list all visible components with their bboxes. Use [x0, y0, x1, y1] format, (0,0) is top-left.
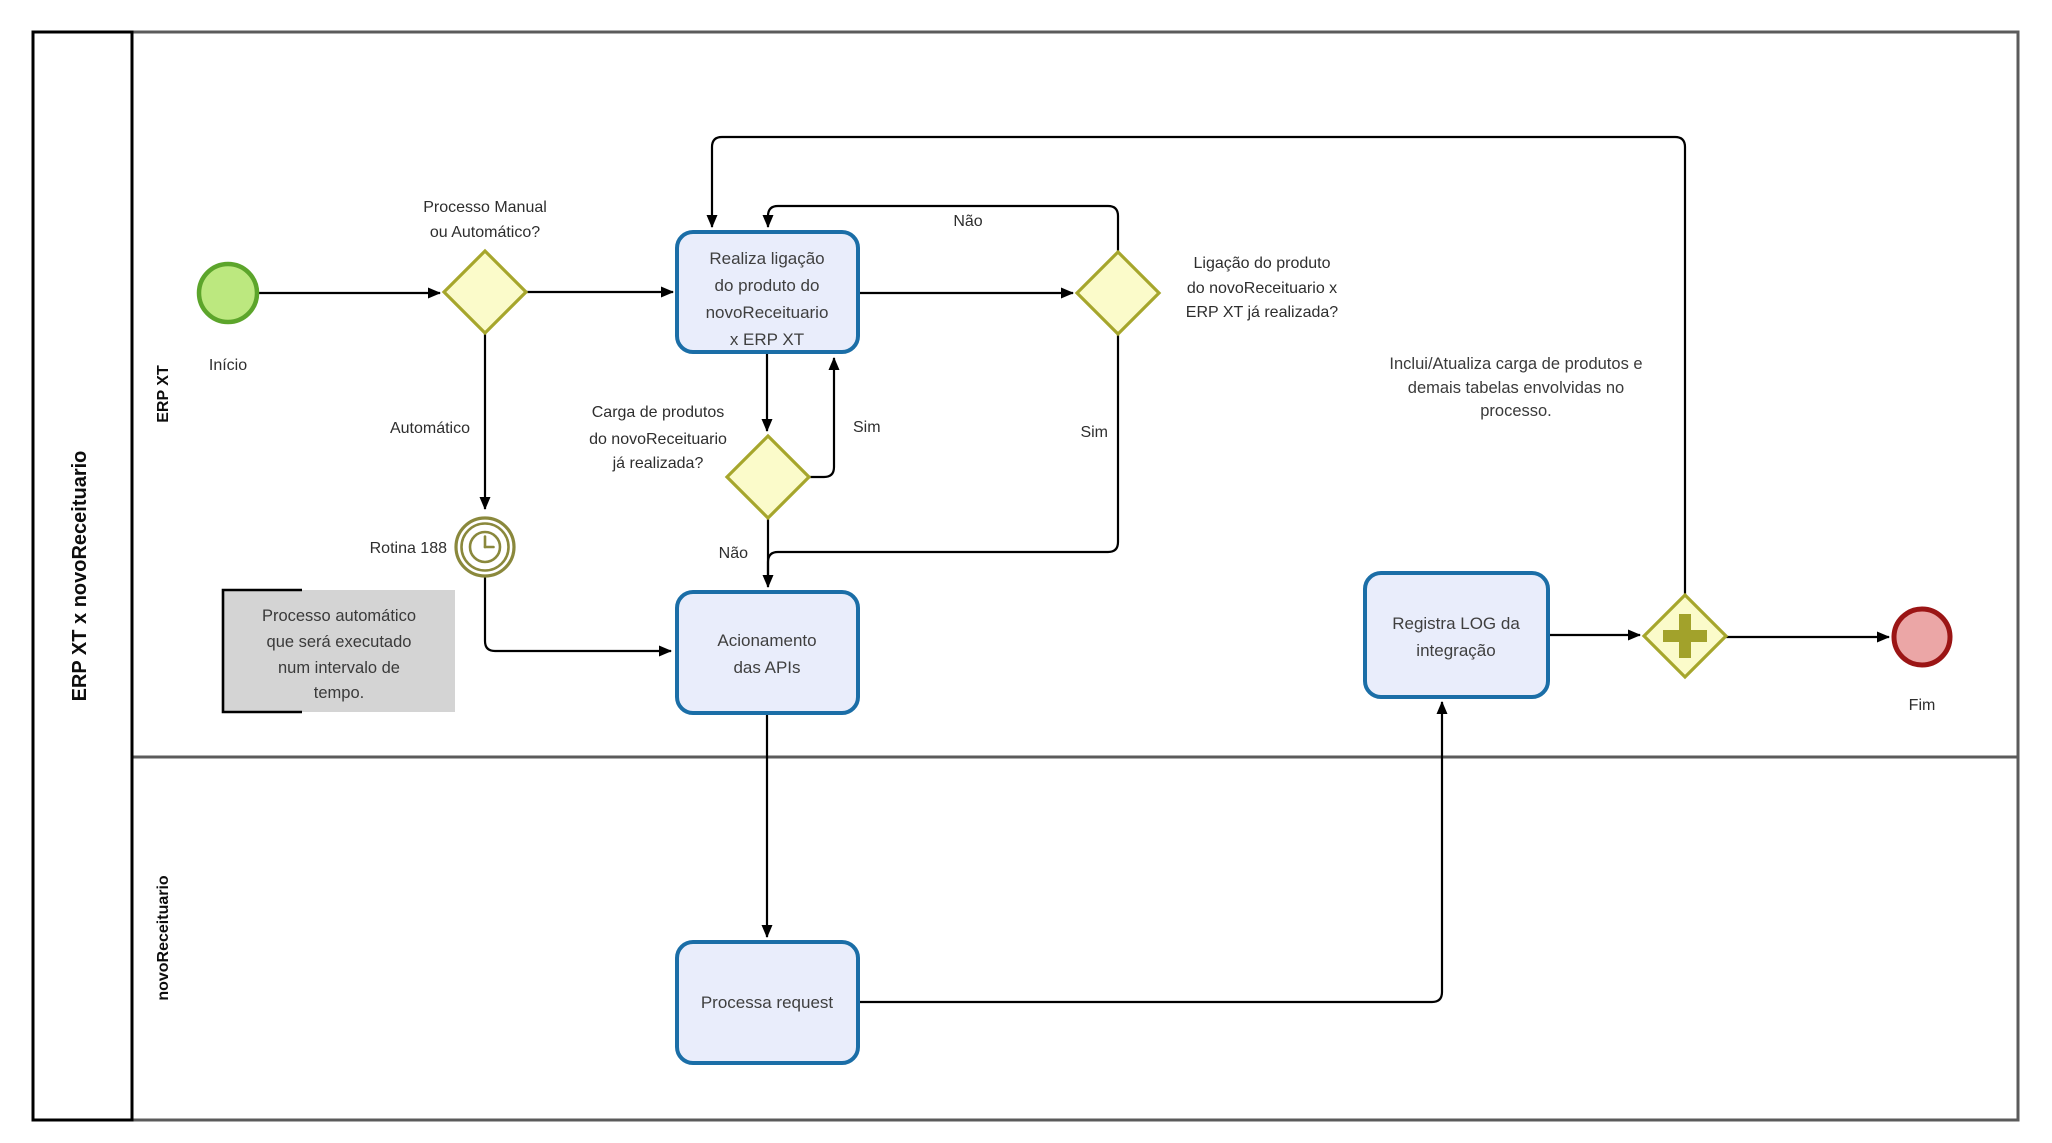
pool-title: ERP XT x novoReceituario	[69, 451, 91, 702]
clock-icon	[468, 530, 502, 564]
lane-label-novoreceituario: novoReceituario	[155, 875, 172, 1001]
edge-label-sim-ligacao: Sim	[1080, 424, 1108, 441]
start-event-label: Início	[209, 357, 247, 374]
pool-title-band	[31, 30, 134, 1122]
process-note: Inclui/Atualiza carga de produtos e dema…	[1389, 355, 1642, 420]
task-acionamento-rect[interactable]	[675, 590, 860, 715]
timer-note-line3: num intervalo de	[278, 659, 400, 677]
gateway-ligacao-diamond[interactable]	[1074, 249, 1162, 337]
end-event-label: Fim	[1909, 697, 1936, 714]
task-processa-line1: Processa request	[701, 993, 834, 1012]
task-realiza-rect[interactable]	[675, 230, 860, 354]
start-event[interactable]: Início	[196, 261, 260, 374]
process-note-line3: processo.	[1480, 402, 1552, 420]
gateway-manual-auto-diamond[interactable]	[441, 248, 529, 336]
task-realiza-line4: x ERP XT	[730, 330, 804, 349]
gateway-ligacao-label-line1: Ligação do produto	[1194, 255, 1331, 272]
plus-icon	[1663, 614, 1707, 658]
flow-carga-sim-to-realiza[interactable]	[809, 357, 840, 479]
gateway-ligacao[interactable]: Ligação do produto do novoReceituario x …	[1074, 249, 1338, 337]
task-registra-line2: integração	[1416, 641, 1495, 660]
flow-timer-to-acionamento[interactable]	[483, 576, 672, 657]
timer-event[interactable]: Rotina 188	[370, 516, 516, 578]
timer-note-line4: tempo.	[314, 684, 364, 702]
timer-event-label: Rotina 188	[370, 540, 447, 557]
pool-content-border	[130, 30, 2020, 1122]
gateway-carga[interactable]: Carga de produtos do novoReceituario já …	[589, 404, 812, 521]
annotation-bracket	[221, 588, 302, 714]
gateway-manual-auto-label-line1: Processo Manual	[423, 199, 547, 216]
edge-label-sim-carga: Sim	[853, 419, 881, 436]
process-note-line2: demais tabelas envolvidas no	[1408, 379, 1624, 397]
flow-parallel-loop-to-realiza[interactable]	[706, 135, 1687, 595]
task-registra-rect[interactable]	[1363, 571, 1550, 699]
task-realiza-ligacao[interactable]: Realiza ligação do produto do novoReceit…	[675, 230, 860, 354]
task-processa-request[interactable]: Processa request	[675, 940, 860, 1065]
lane-label-erp-xt: ERP XT	[155, 365, 172, 423]
gateway-carga-label-line1: Carga de produtos	[592, 404, 725, 421]
start-event-circle[interactable]	[196, 261, 260, 325]
gateway-manual-auto[interactable]: Processo Manual ou Automático?	[423, 199, 547, 336]
sequence-flows	[257, 135, 1890, 1004]
gateway-ligacao-label-line2: do novoReceituario x	[1187, 280, 1337, 297]
pool: ERP XT x novoReceituario ERP XT novoRece…	[31, 30, 2020, 1122]
gateway-carga-diamond[interactable]	[724, 433, 812, 521]
gateway-ligacao-label-line3: ERP XT já realizada?	[1186, 304, 1338, 321]
task-realiza-line2: do produto do	[715, 276, 820, 295]
gateway-manual-auto-label-line2: ou Automático?	[430, 224, 540, 241]
gateway-carga-label-line3: já realizada?	[612, 455, 704, 472]
timer-annotation[interactable]: Processo automático que será executado n…	[221, 588, 455, 714]
edge-label-nao-ligacao: Não	[953, 213, 982, 230]
process-note-line1: Inclui/Atualiza carga de produtos e	[1389, 355, 1642, 373]
flow-ligacao-sim-to-acionamento[interactable]	[766, 334, 1120, 575]
edge-label-nao-carga: Não	[719, 545, 748, 562]
task-realiza-line3: novoReceituario	[706, 303, 829, 322]
flow-processa-to-registra[interactable]	[858, 701, 1448, 1004]
parallel-gateway[interactable]	[1641, 592, 1729, 680]
task-realiza-line1: Realiza ligação	[709, 249, 824, 268]
task-registra-line1: Registra LOG da	[1392, 614, 1520, 633]
flow-ligacao-nao-to-realiza[interactable]	[762, 204, 1120, 253]
task-acionamento-line1: Acionamento	[717, 631, 816, 650]
task-acionamento[interactable]: Acionamento das APIs	[675, 590, 860, 715]
gateway-carga-label-line2: do novoReceituario	[589, 431, 727, 448]
timer-annotation-box[interactable]	[223, 590, 455, 712]
timer-note-line1: Processo automático	[262, 607, 416, 625]
task-acionamento-line2: das APIs	[733, 658, 800, 677]
edge-label-automatico: Automático	[390, 420, 470, 437]
edge-labels: Automático Sim Não Sim Não	[390, 213, 1108, 562]
task-registra-log[interactable]: Registra LOG da integração	[1363, 571, 1550, 699]
end-event[interactable]: Fim	[1891, 606, 1953, 714]
task-processa-rect[interactable]	[675, 940, 860, 1065]
timer-note-line2: que será executado	[267, 633, 412, 651]
end-event-circle[interactable]	[1891, 606, 1953, 668]
